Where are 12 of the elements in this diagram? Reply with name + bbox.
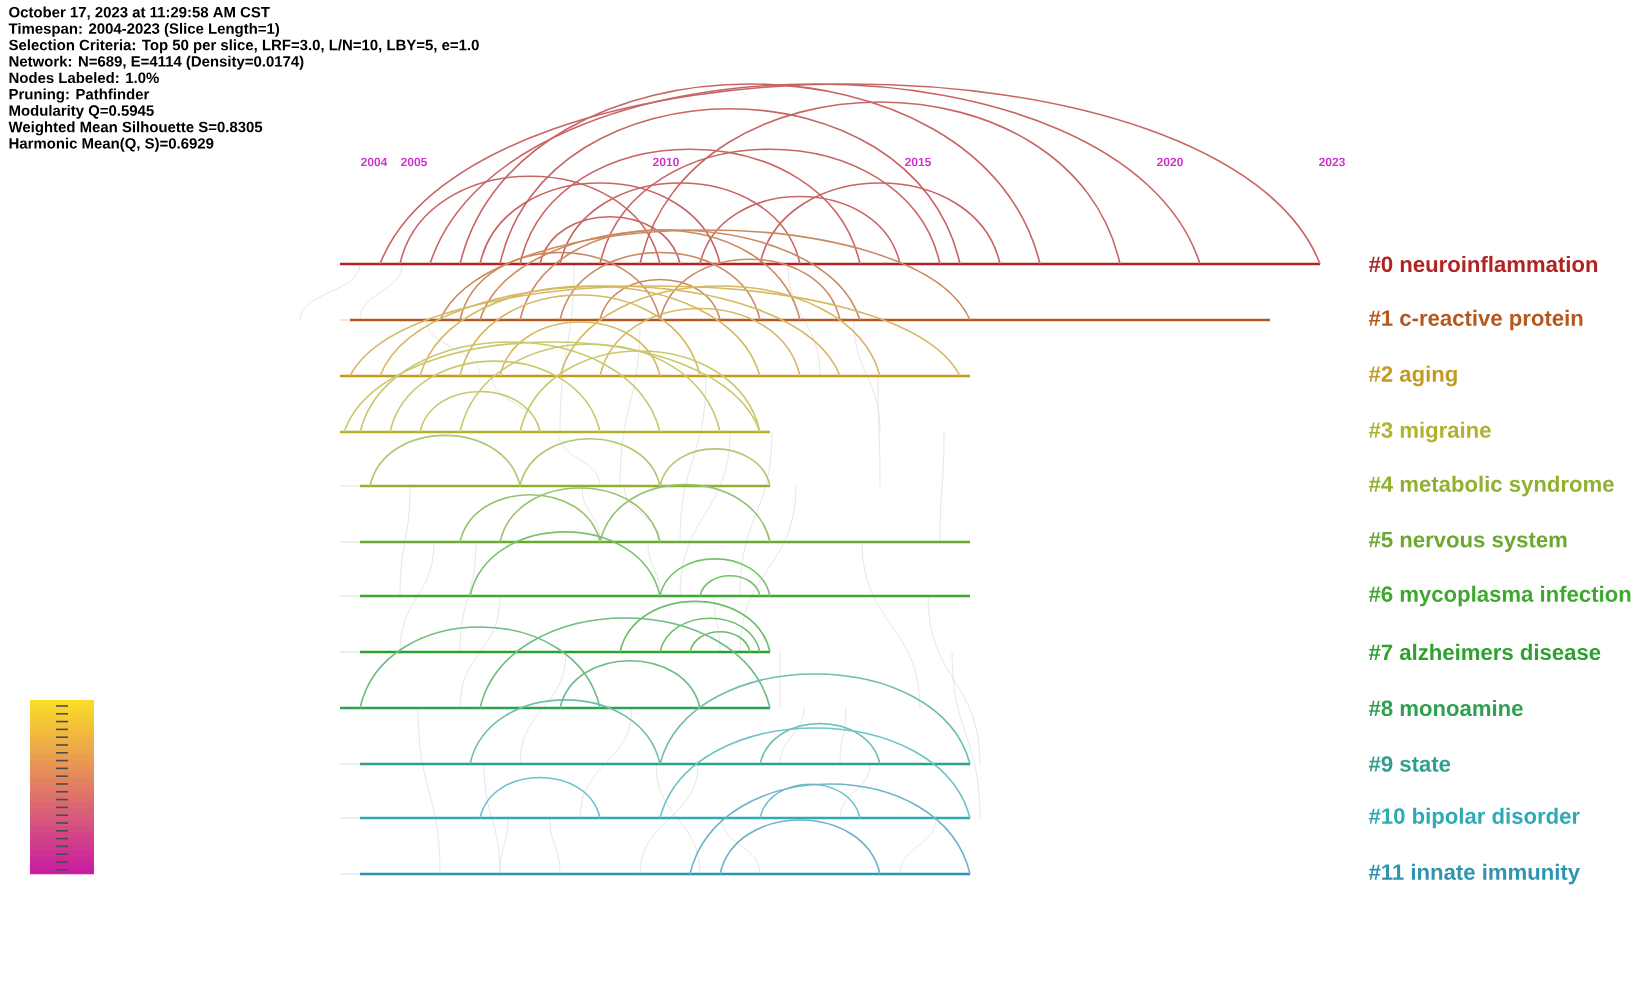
cluster-label: #2 aging [1368, 365, 1457, 387]
cluster-label: #6 mycoplasma infection [1368, 585, 1631, 607]
cluster-label: #8 monoamine [1368, 699, 1523, 717]
cluster-label: #1 c-reactive protein [1368, 309, 1583, 331]
cluster-label: #10 bipolar disorder [1368, 807, 1580, 829]
cluster-label: #11 innate immunity [1368, 863, 1580, 885]
cluster-label: #7 alzheimers disease [1368, 643, 1601, 661]
cluster-label: #5 nervous system [1368, 532, 1567, 552]
cluster-label: #4 metabolic syndrome [1368, 475, 1614, 497]
cluster-label: #0 neuroinflammation [1368, 255, 1598, 273]
cluster-label: #3 migraine [1368, 421, 1491, 443]
cluster-label: #9 state [1368, 756, 1451, 772]
